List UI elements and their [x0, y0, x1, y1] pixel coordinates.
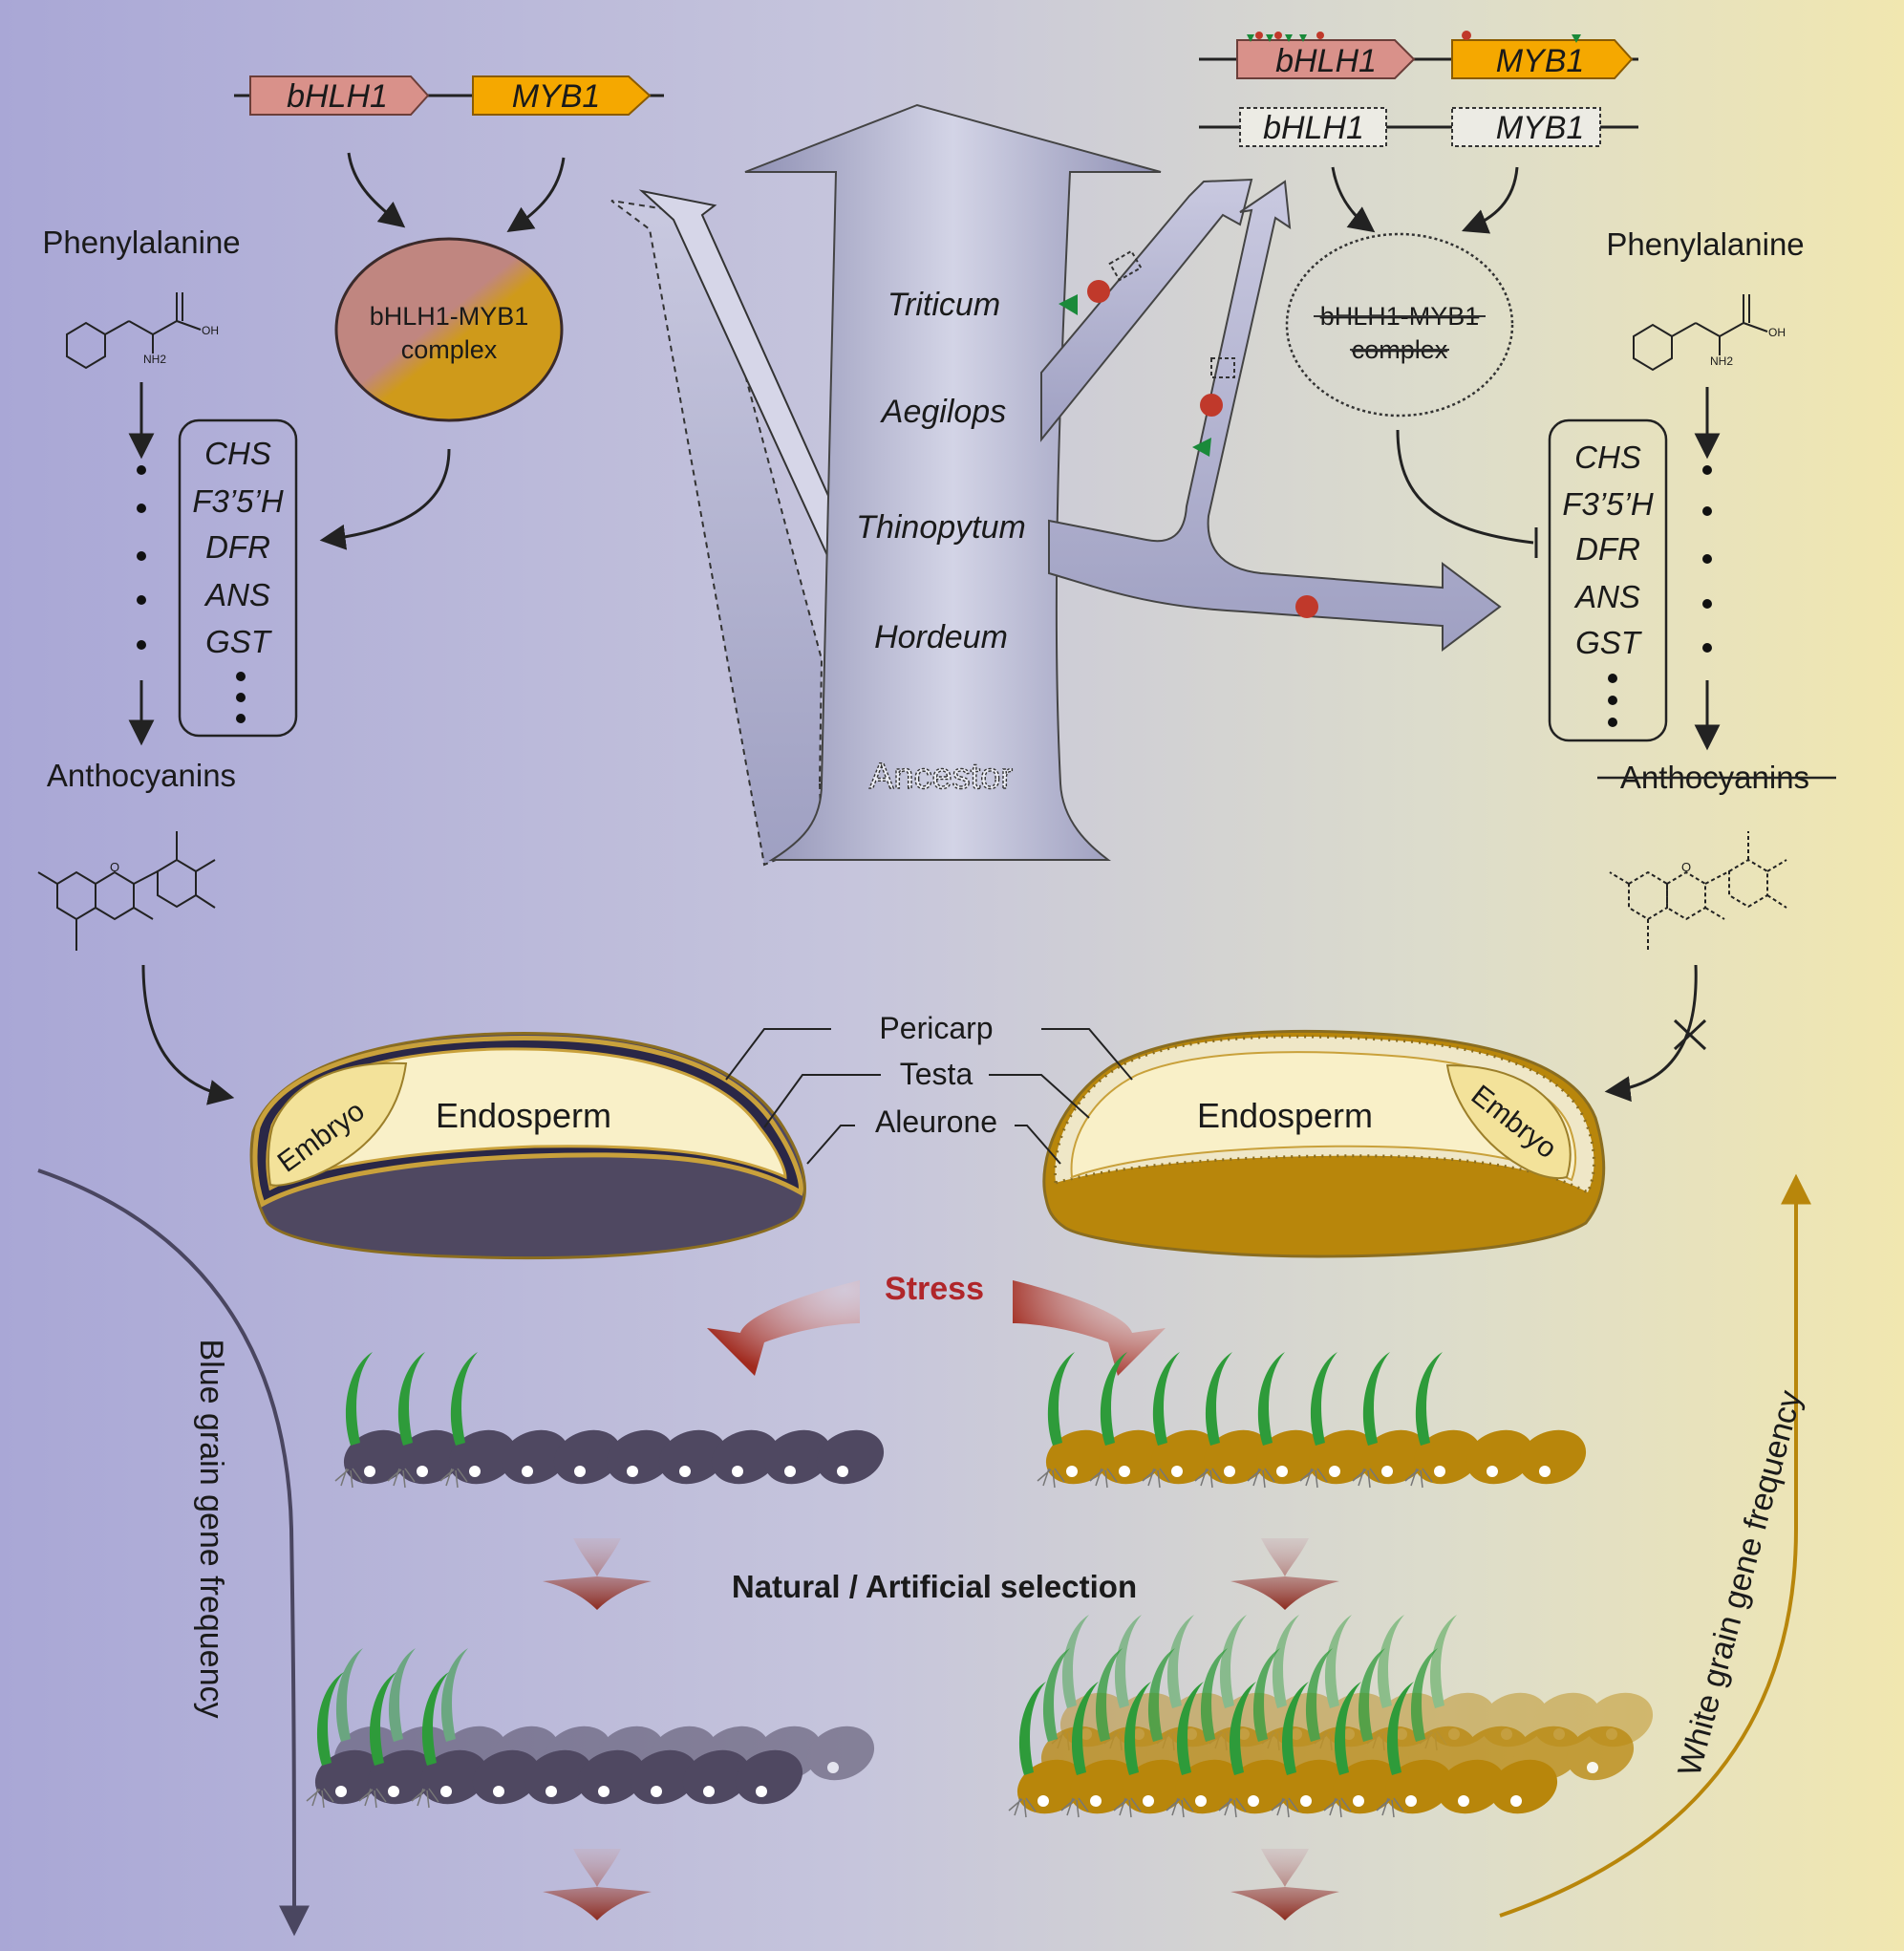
blue-frequency-label: Blue grain gene frequency — [193, 1340, 229, 1719]
left-enzyme-chs: CHS — [204, 436, 271, 471]
taxon-hordeum: Hordeum — [874, 619, 1008, 655]
stress-arrow-left — [707, 1280, 860, 1376]
right-myb1-mutant-label: MYB1 — [1496, 110, 1585, 146]
left-enzyme-box: CHS F3’5’H DFR ANS GST — [178, 418, 298, 738]
selection-arrow-right — [1230, 1538, 1339, 1610]
inhibition-complex-to-enzymes — [1396, 429, 1534, 545]
left-myb1-gene — [472, 75, 652, 116]
selection-label: Natural / Artificial selection — [732, 1569, 1137, 1604]
trunk — [744, 103, 1162, 861]
right-bhlh1-gene — [1236, 39, 1416, 79]
left-complex-line1: bHLH1-MYB1 — [370, 302, 529, 331]
arrow-mutant-bhlh-to-complex — [1331, 166, 1376, 233]
arrow-myb-to-complex — [506, 157, 566, 232]
taxon-aegilops: Aegilops — [880, 394, 1006, 430]
left-enzyme-ans: ANS — [203, 577, 270, 612]
bottom-arrow-right — [1230, 1849, 1339, 1920]
blue-grain: Embryo Endosperm — [249, 1032, 806, 1260]
blue-endosperm-label: Endosperm — [436, 1096, 611, 1135]
right-bhlh1-label: bHLH1 — [1275, 43, 1377, 79]
right-complex: bHLH1-MYB1 complex — [1285, 232, 1514, 418]
left-complex: bHLH1-MYB1 complex — [334, 237, 564, 422]
left-bhlh1-gene — [249, 75, 430, 116]
arrow-right-blocked — [1604, 964, 1698, 1103]
right-gene-locus-functional: bHLH1 MYB1 — [1199, 31, 1638, 79]
layer-aleurone: Aleurone — [875, 1104, 997, 1139]
arrow-mutant-myb-to-complex — [1461, 166, 1519, 234]
left-phenylalanine-structure — [66, 292, 202, 370]
right-gene-mutation-marks — [1247, 31, 1581, 43]
left-anthocyanins: Anthocyanins — [47, 758, 236, 793]
phylogeny: Triticum Aegilops Thinopytum Hordeum Anc… — [610, 103, 1502, 867]
mutation-red-dot-1 — [1087, 280, 1110, 303]
mutation-green-triangle-1 — [1059, 294, 1078, 315]
left-anthocyanin-structure — [37, 831, 216, 951]
taxon-ancestor: Ancestor — [869, 757, 1013, 797]
white-grain: Embryo Endosperm — [1042, 1029, 1606, 1258]
mutation-red-dot-3 — [1295, 595, 1318, 618]
right-enzyme-f35h: F3’5’H — [1562, 486, 1654, 522]
white-embryo — [1445, 1063, 1572, 1180]
blue-frequency-arrow — [37, 1168, 310, 1937]
right-nh2: NH2 — [1710, 354, 1733, 368]
branch-right-upper — [1040, 178, 1253, 442]
mutation-red-dot-2 — [1200, 394, 1223, 417]
branch-right-lower — [1048, 180, 1502, 652]
left-bhlh1-label: bHLH1 — [287, 78, 388, 115]
left-complex-line2: complex — [401, 335, 498, 364]
selection-arrow-left — [543, 1538, 652, 1610]
right-myb1-label: MYB1 — [1496, 43, 1585, 79]
block-cross — [1673, 1018, 1707, 1051]
grain-layer-labels: Pericarp Testa Aleurone — [725, 1011, 1133, 1165]
left-myb1-label: MYB1 — [512, 78, 601, 115]
right-oh: OH — [1768, 326, 1786, 339]
right-enzyme-gst: GST — [1575, 625, 1643, 660]
mutation-green-triangle-2 — [1192, 438, 1211, 457]
blue-embryo — [267, 1061, 408, 1187]
right-bhlh1-mutant-label: bHLH1 — [1263, 110, 1364, 146]
taxon-triticum: Triticum — [888, 287, 1000, 323]
bottom-arrow-left — [543, 1849, 652, 1920]
white-endosperm-label: Endosperm — [1197, 1096, 1373, 1135]
left-nh2: NH2 — [143, 353, 166, 366]
right-enzyme-ans: ANS — [1573, 579, 1640, 614]
left-o-plus: O — [110, 860, 119, 874]
left-phenylalanine: Phenylalanine — [42, 225, 240, 260]
layer-testa: Testa — [900, 1057, 973, 1091]
right-bhlh1-mutant-box — [1239, 107, 1387, 147]
right-gene-locus-mutant: bHLH1 MYB1 — [1199, 107, 1638, 147]
right-o-plus: O — [1681, 860, 1691, 874]
left-pathway-dots — [137, 465, 146, 650]
right-myb1-gene — [1451, 39, 1634, 79]
right-enzyme-chs: CHS — [1574, 440, 1641, 475]
right-enzyme-box: CHS F3’5’H DFR ANS GST — [1548, 418, 1668, 742]
layer-pericarp: Pericarp — [879, 1011, 993, 1045]
arrow-complex-to-enzymes — [319, 448, 451, 550]
left-gene-locus: bHLH1 MYB1 — [234, 75, 664, 116]
right-phenylalanine-structure — [1633, 294, 1768, 372]
taxon-thinopytum: Thinopytum — [856, 509, 1026, 546]
stress-label: Stress — [885, 1271, 984, 1307]
right-enzyme-dfr: DFR — [1575, 531, 1640, 567]
arrow-anthocyanin-to-grain — [141, 964, 235, 1105]
right-anthocyanin-structure-dashed — [1609, 831, 1787, 951]
right-pathway-dots — [1702, 465, 1712, 653]
left-enzyme-dfr: DFR — [205, 529, 270, 565]
mutation-dashed-box-1 — [1108, 249, 1143, 282]
arrow-bhlh-to-complex — [347, 152, 406, 228]
right-phenylalanine: Phenylalanine — [1606, 226, 1804, 262]
left-enzyme-f35h: F3’5’H — [192, 483, 284, 519]
mutation-dashed-box-2 — [1210, 357, 1235, 378]
left-oh: OH — [202, 324, 219, 337]
right-myb1-mutant-box — [1451, 107, 1601, 147]
left-enzyme-gst: GST — [205, 624, 273, 659]
white-frequency-arrow — [1499, 1173, 1811, 1918]
